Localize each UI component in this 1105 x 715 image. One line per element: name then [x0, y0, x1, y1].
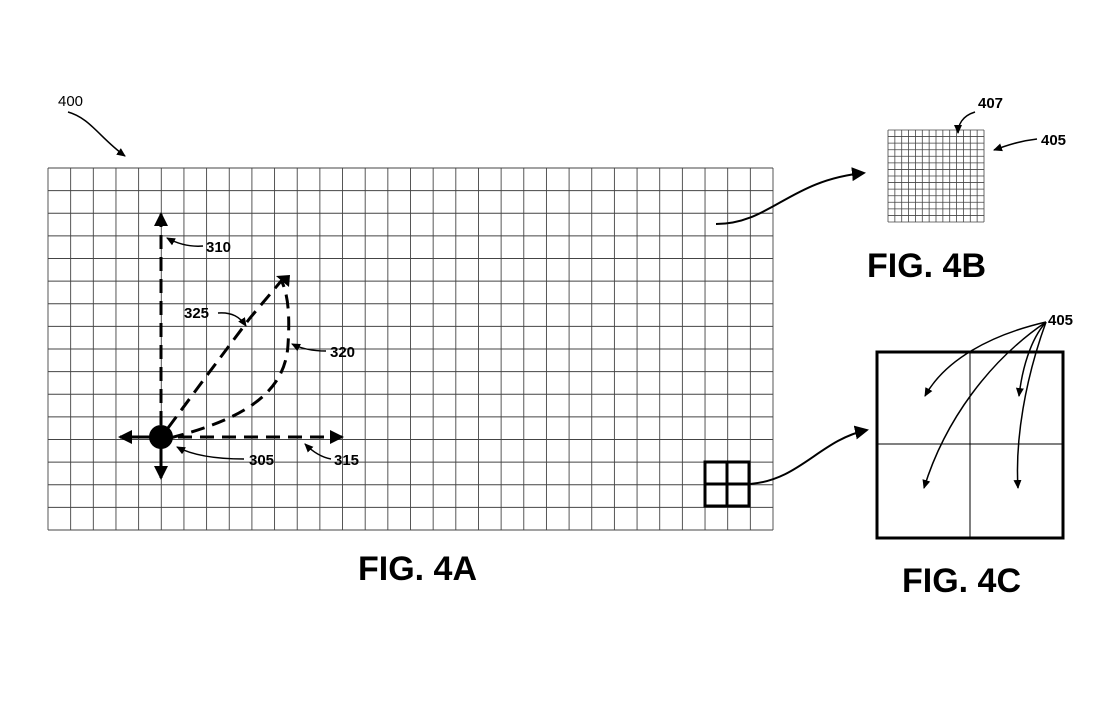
fig4b-leader-lines — [954, 111, 1038, 152]
caption-fig-4c: FIG. 4C — [902, 562, 1021, 600]
ref-315: 315 — [334, 452, 359, 469]
fig4c-enlarged-cell — [875, 350, 1065, 540]
leader-310 — [166, 237, 204, 247]
caption-fig-4b: FIG. 4B — [867, 247, 986, 285]
ref-407: 407 — [978, 95, 1003, 112]
fig4a-leader-lines — [67, 111, 332, 460]
fig4a-grid — [47, 167, 774, 531]
origin-point-305 — [149, 425, 173, 449]
ref-405-4b: 405 — [1041, 132, 1066, 149]
leader-305 — [176, 446, 245, 460]
ref-325: 325 — [184, 305, 209, 322]
leader-405-top-left — [924, 321, 1047, 397]
diagonal-path-325 — [166, 279, 284, 429]
leader-315 — [304, 443, 332, 460]
leader-325 — [217, 312, 247, 327]
leader-405-4b — [993, 138, 1038, 152]
leader-407 — [954, 111, 976, 134]
path-endpoint-marker — [276, 275, 290, 287]
fig4c-leader-lines — [922, 321, 1047, 489]
leader-405-bottom-right — [1013, 321, 1047, 489]
leader-400 — [67, 111, 126, 157]
caption-fig-4a: FIG. 4A — [358, 550, 477, 588]
leader-405-top-right — [1015, 321, 1047, 397]
figure-connectors — [715, 167, 869, 485]
fig4b-grid — [887, 129, 985, 223]
curved-path-320 — [169, 281, 291, 440]
leader-320 — [291, 343, 327, 352]
fig4a-cell-block — [703, 460, 751, 508]
ref-405-4c: 405 — [1048, 312, 1073, 329]
fig4a-vector-paths — [118, 212, 344, 480]
ref-305: 305 — [249, 452, 274, 469]
ref-400: 400 — [58, 93, 83, 110]
leader-405-bottom-left — [922, 321, 1047, 489]
connector-to-4b — [715, 167, 866, 225]
ref-310: 310 — [206, 239, 231, 256]
connector-to-4c — [749, 425, 869, 485]
ref-320: 320 — [330, 344, 355, 361]
